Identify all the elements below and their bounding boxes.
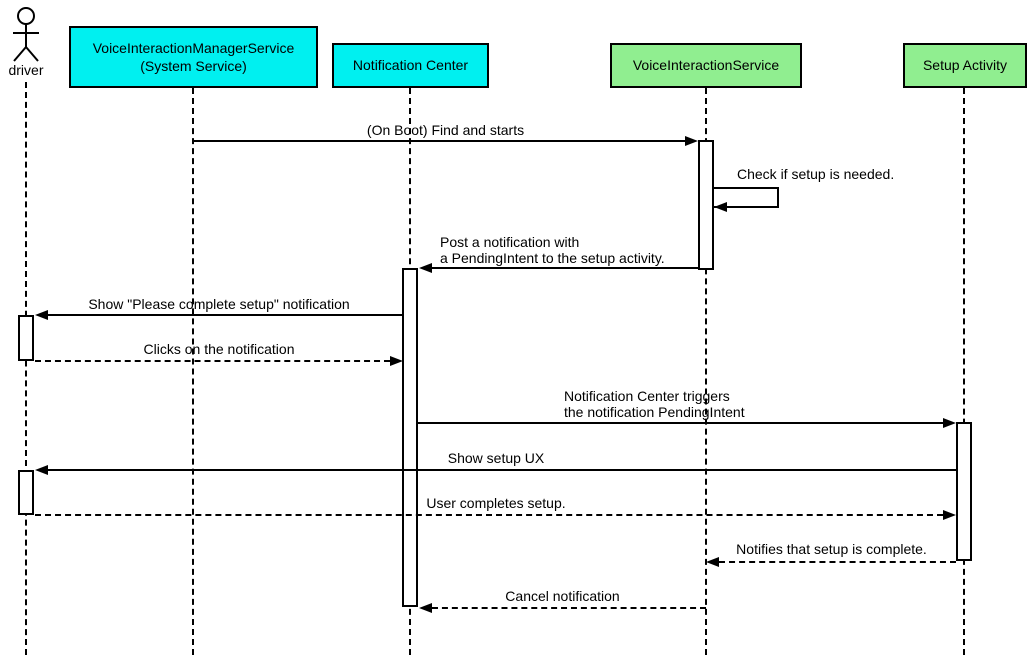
participant-label: Notification Center	[352, 57, 469, 74]
participant-box-voice-interaction-service: VoiceInteractionService	[610, 43, 802, 88]
message-arrowhead	[419, 263, 432, 273]
message-line	[418, 422, 943, 424]
participant-box-setup-activity: Setup Activity	[903, 43, 1027, 88]
message-arrowhead	[35, 310, 48, 320]
message-label-post-notification-line2: a PendingIntent to the setup activity.	[440, 250, 665, 266]
message-line	[432, 267, 698, 269]
activation-driver-2	[18, 470, 34, 515]
lifeline-setup-activity	[963, 88, 965, 655]
lifeline-voice-interaction-manager-service	[192, 88, 194, 655]
message-line	[432, 607, 706, 609]
activation-notification-center	[402, 268, 418, 607]
message-line	[48, 469, 956, 471]
message-arrowhead	[35, 465, 48, 475]
activation-voice-interaction-service	[698, 140, 714, 270]
message-label-notification-center-triggers-line1: Notification Center triggers	[564, 388, 730, 404]
self-message-loop	[714, 187, 779, 208]
message-arrowhead	[943, 418, 956, 428]
message-arrowhead	[685, 136, 698, 146]
message-label-notification-center-triggers-line2: the notification PendingIntent	[564, 404, 745, 420]
message-arrowhead	[419, 603, 432, 613]
message-label-user-completes-setup: User completes setup.	[426, 495, 566, 511]
lifeline-voice-interaction-service	[705, 88, 707, 655]
participant-label-line2: (System Service)	[140, 58, 247, 74]
participant-label: Setup Activity	[922, 57, 1008, 74]
message-line	[193, 140, 686, 142]
message-label-show-please-complete-setup-notification: Show "Please complete setup" notificatio…	[88, 296, 350, 312]
message-line	[48, 314, 403, 316]
message-line	[719, 561, 956, 563]
activation-setup-activity	[956, 422, 972, 561]
activation-driver-1	[18, 315, 34, 361]
participant-box-voice-interaction-manager-service: VoiceInteractionManagerService (System S…	[69, 26, 318, 88]
message-label-show-setup-ux: Show setup UX	[447, 450, 545, 466]
participant-box-notification-center: Notification Center	[332, 43, 489, 88]
message-label-clicks-on-the-notification: Clicks on the notification	[143, 341, 295, 357]
message-arrowhead	[390, 356, 403, 366]
message-arrowhead	[706, 557, 719, 567]
message-label-on-boot-find-and-starts: (On Boot) Find and starts	[366, 122, 525, 138]
message-arrowhead	[943, 510, 956, 520]
lifeline-driver	[25, 82, 27, 655]
message-line	[35, 514, 943, 516]
participant-label-line1: VoiceInteractionManagerService	[92, 39, 295, 56]
message-label-cancel-notification: Cancel notification	[505, 588, 620, 604]
message-label-post-notification-line1: Post a notification with	[440, 234, 580, 250]
message-label-notifies-that-setup-is-complete: Notifies that setup is complete.	[736, 541, 927, 557]
participant-label-driver: driver	[8, 62, 44, 78]
message-line	[35, 360, 390, 362]
driver-actor-icon	[13, 7, 39, 62]
message-label-check-if-setup-is-needed: Check if setup is needed.	[737, 166, 895, 182]
participant-label: VoiceInteractionService	[632, 57, 780, 74]
message-arrowhead	[714, 202, 727, 212]
